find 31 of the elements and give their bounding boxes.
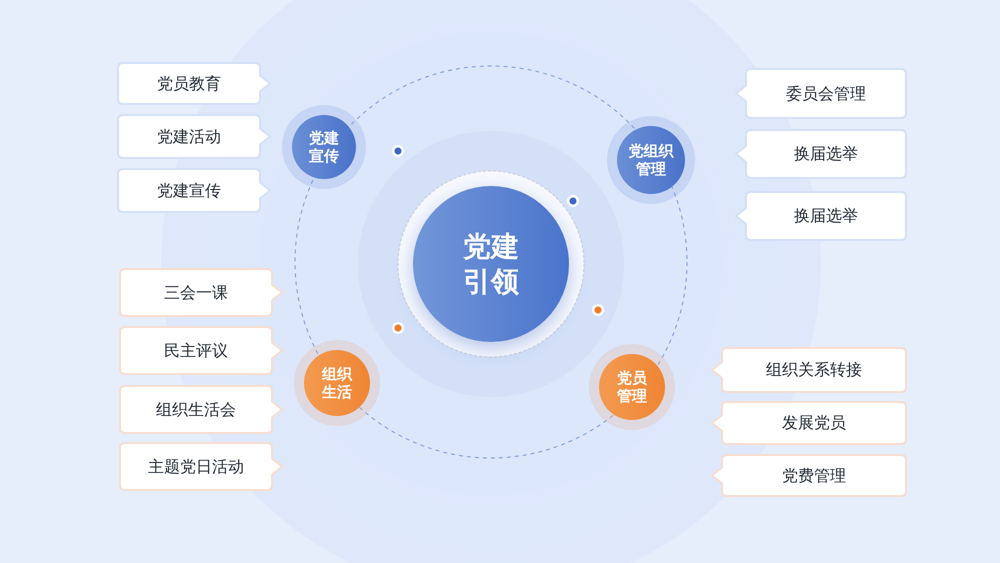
category-label: 党建宣传 [308, 129, 340, 165]
callout-label: 主题党日活动 [148, 456, 244, 478]
callout-label: 组织生活会 [156, 398, 236, 420]
callout-label: 党员教育 [157, 72, 221, 94]
callout-label: 发展党员 [782, 412, 846, 434]
callout-box [120, 386, 282, 433]
callout-label: 三会一课 [164, 282, 228, 304]
callout-label: 党建活动 [157, 126, 221, 148]
callout-label: 委员会管理 [786, 82, 866, 104]
callout-label: 组织关系转接 [766, 359, 862, 381]
callout-box [118, 169, 270, 212]
callout-label: 换届选举 [794, 205, 858, 227]
callout-box [712, 455, 906, 496]
callout-box [120, 269, 282, 316]
callout-label: 党费管理 [782, 464, 846, 486]
callout-box [120, 327, 282, 374]
center-title: 党建引领 [462, 229, 520, 299]
callout-box [736, 130, 906, 178]
category-label: 组织生活 [321, 365, 353, 401]
callout-box [118, 115, 270, 158]
callout-label: 民主评议 [164, 340, 228, 362]
callout-box [120, 443, 282, 490]
callout-box [736, 69, 906, 118]
callout-box [712, 402, 906, 444]
callout-label: 党建宣传 [157, 180, 221, 202]
category-label: 党员管理 [616, 369, 648, 405]
callout-box [712, 348, 906, 392]
callout-box [736, 192, 906, 240]
callout-box [118, 63, 270, 104]
callout-label: 换届选举 [794, 143, 858, 165]
category-label: 党组织管理 [628, 142, 675, 178]
